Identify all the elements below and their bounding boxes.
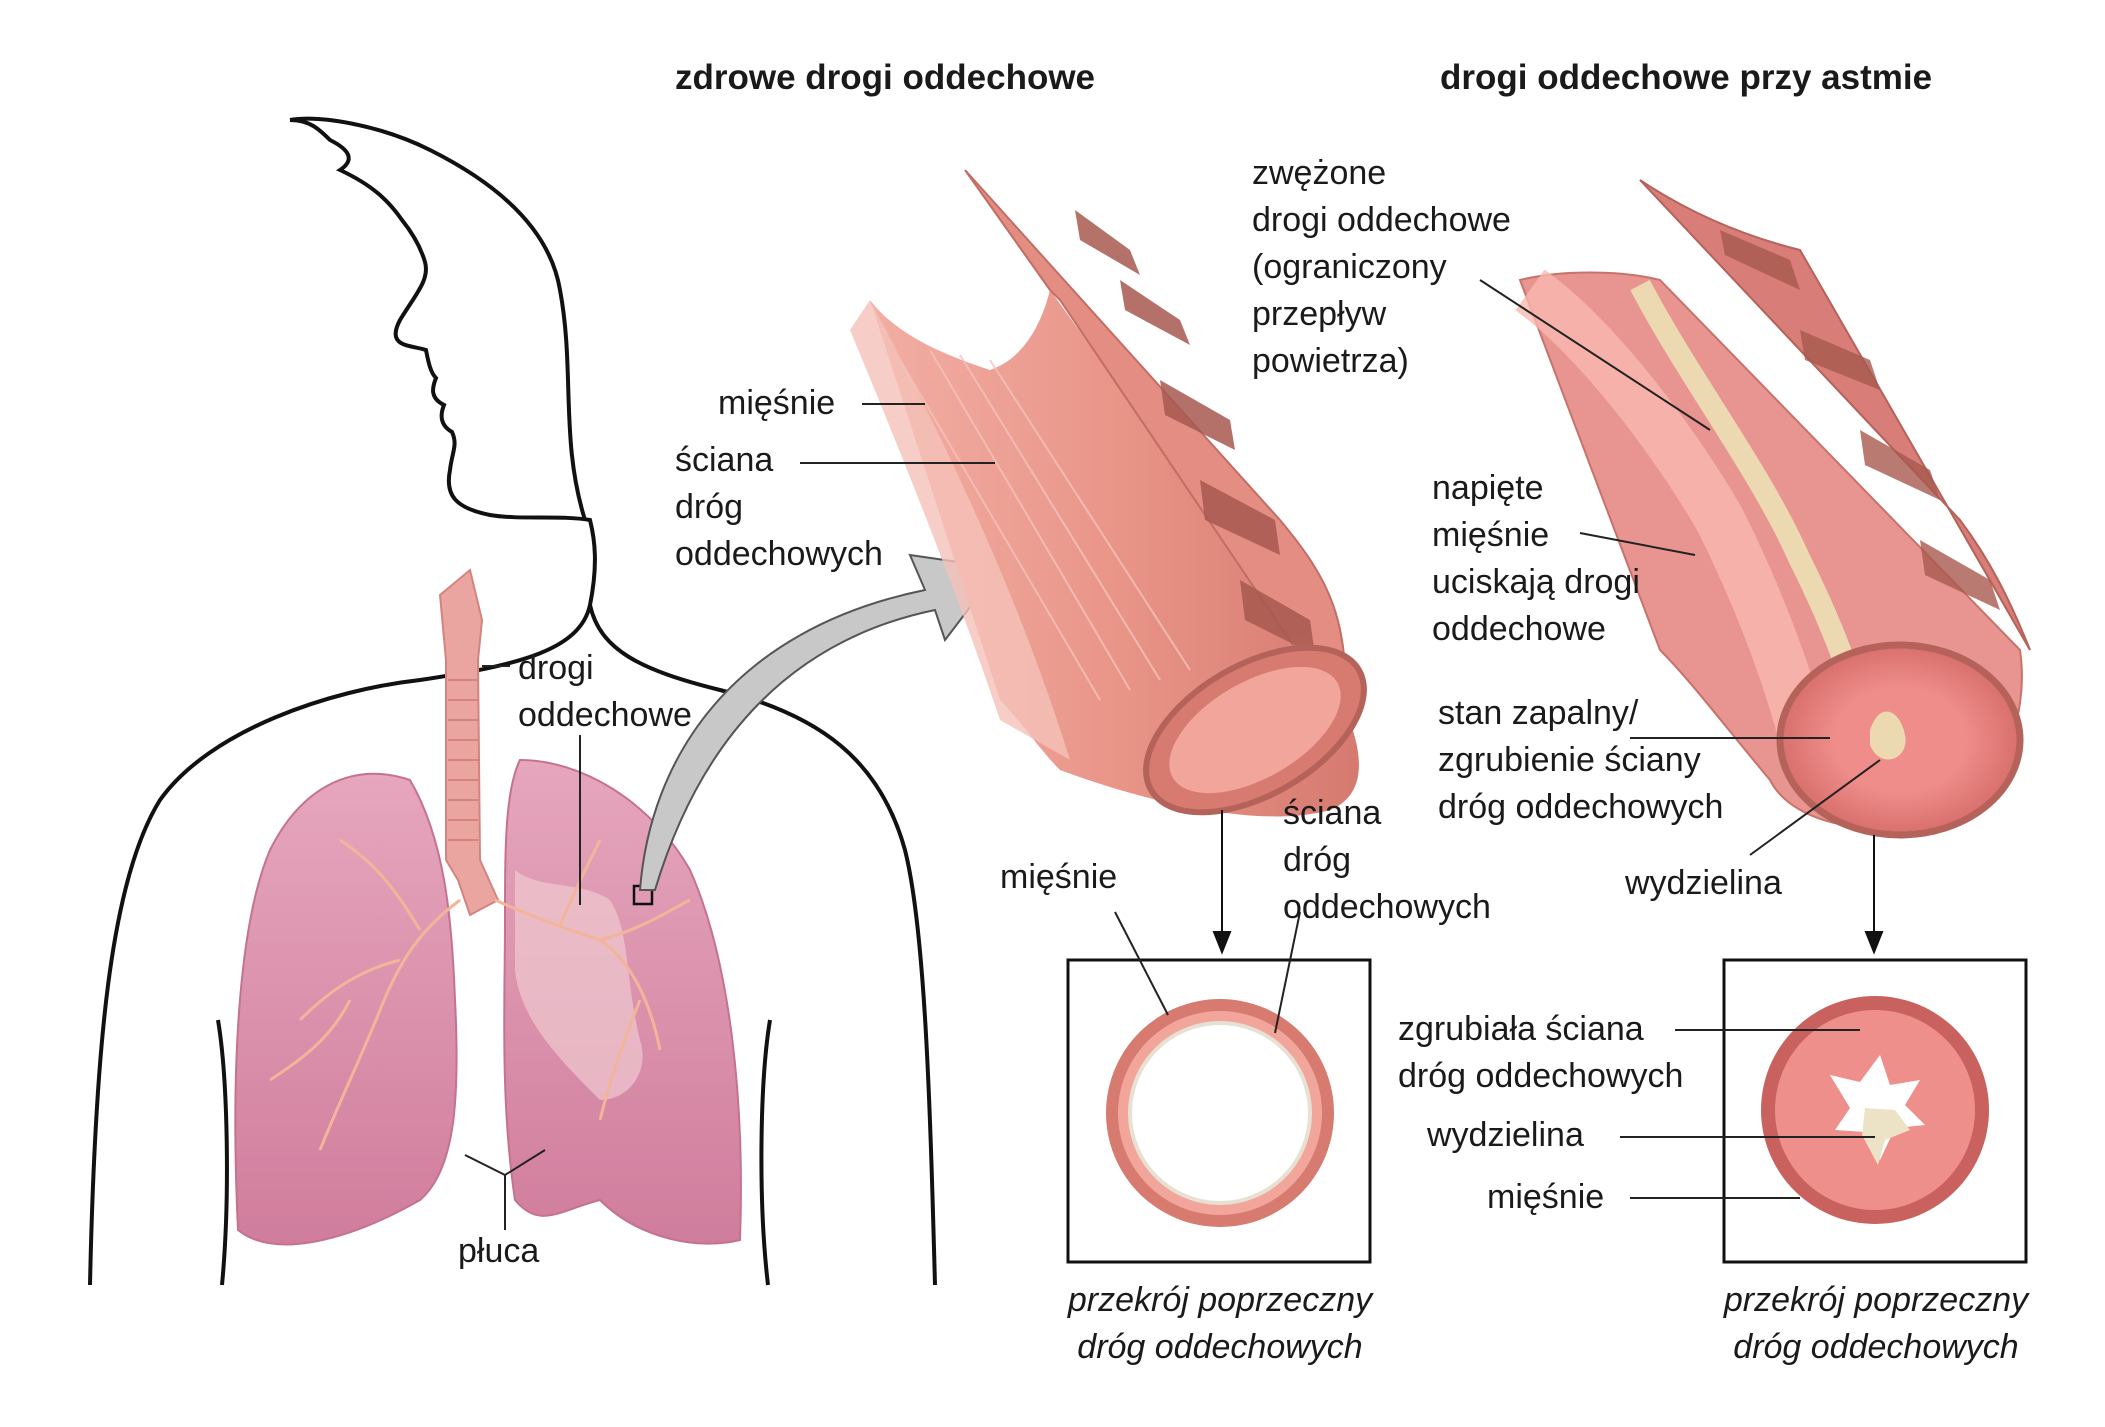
zoom-arrow (638, 553, 1002, 891)
asthma-cross-section (1722, 958, 2028, 1264)
label-mucus-section: wydzielina (1427, 1116, 1584, 1154)
caption-healthy: przekrój poprzeczny dróg oddechowych (1067, 1281, 1373, 1366)
lungs (234, 758, 742, 1246)
down-arrows (1212, 810, 1884, 955)
label-section-healthy-wall: ściana dróg oddechowych (1283, 794, 1491, 926)
label-lungs: płuca (458, 1232, 540, 1270)
body-silhouette (88, 116, 937, 1286)
label-healthy-muscle: mięśnie (718, 384, 836, 422)
healthy-cross-section (1066, 958, 1372, 1264)
leader-lines (464, 279, 1881, 1230)
label-section-asthma-muscle: mięśnie (1487, 1178, 1605, 1216)
heading-healthy: zdrowe drogi oddechowe (675, 58, 1096, 97)
label-mucus-top: wydzielina (1625, 864, 1782, 902)
label-airways: drogi oddechowe (518, 649, 692, 734)
label-narrowed-airway: zwężone drogi oddechowe (ograniczony prz… (1252, 154, 1511, 380)
trachea (438, 568, 500, 917)
caption-asthma: przekrój poprzeczny dróg oddechowych (1723, 1281, 2029, 1366)
heading-asthma: drogi oddechowe przy astmie (1440, 58, 1933, 97)
label-inflammation: stan zapalny/ zgrubienie ściany dróg odd… (1438, 694, 1724, 826)
healthy-airway-tube (850, 169, 1367, 817)
label-thickened-wall: zgrubiała ściana dróg oddechowych (1398, 1010, 1684, 1095)
label-section-healthy-muscle: mięśnie (1000, 858, 1118, 896)
label-tight-muscles: napięte mięśnie uciskają drogi oddechowe (1432, 469, 1640, 648)
asthma-airway-tube (1515, 179, 2031, 839)
label-healthy-wall: ściana dróg oddechowych (675, 441, 883, 573)
